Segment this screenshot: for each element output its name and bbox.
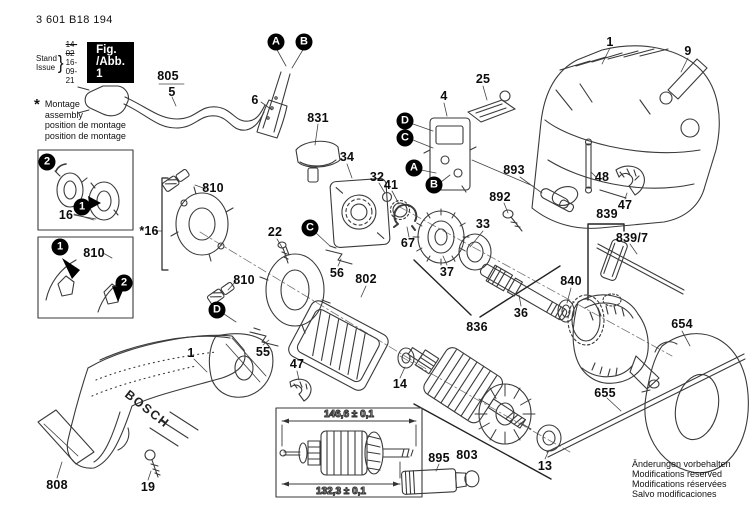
aux-handle-654 [641,333,749,474]
link-893 [540,188,575,213]
bracket-836 [413,259,561,318]
clip-47-bottom [289,378,312,402]
screw-892 [502,209,523,232]
gear-37 [412,208,470,266]
bearing-flange-16 [170,186,234,262]
assembly-note-line: Montage [44,99,80,109]
screw-19 [144,449,161,478]
issue-label: Issue [36,62,56,72]
assembly-note: * Montage assembly position de montage p… [34,96,126,141]
bearing-14 [397,347,415,369]
document-number: 3 601 B18 194 [36,14,113,26]
clip-47-right [615,165,645,196]
issue-date: 16-09-21 [65,58,78,85]
modifications-note-line: Änderungen vorbehalten [632,459,731,469]
figure-label: Fig. /Abb. 1 [87,42,134,83]
grease-tube-895 [401,468,480,495]
lead-55 [249,327,279,347]
drill-housing-bottom [66,333,274,469]
power-cord [77,71,291,139]
dimension-box [275,407,423,498]
spindle-36 [479,263,568,321]
modifications-note: Änderungen vorbehalten Modifications res… [632,459,731,499]
screw-22 [277,241,289,264]
bearing-33 [458,233,492,271]
title-block: 3 601 B18 194 Stand Issue } 14-02 16-09-… [36,14,134,85]
nameplate-9 [667,58,708,100]
cover-flap-831 [295,140,341,183]
mount-plate-34 [329,177,391,249]
bracket-16 [161,177,169,271]
clip-25 [467,90,516,123]
asterisk-marker: * [34,96,40,113]
brace-glyph: } [57,51,64,73]
end-shield [259,246,331,334]
armature-803 [407,347,536,445]
dimension-bottom-label: 132,3 ± 0,1 [316,486,366,497]
snap-ring-67 [393,203,418,231]
bracket-803 [413,403,552,480]
leader-lines [56,47,691,481]
center-axes [199,205,673,453]
modifications-note-line: Salvo modificaciones [632,489,717,499]
bracket-839 [587,223,625,301]
motor-housing-1 [531,45,720,229]
inset-box-2 [37,236,134,319]
depth-rod-655 [546,353,746,458]
washer-32 [381,191,393,203]
bearing-13 [536,424,562,452]
assembly-note-line: position de montage [44,130,126,141]
stand-label: Stand [36,53,57,63]
washer-840 [557,299,575,323]
lead-56 [325,245,353,265]
carbon-brush-810-bottom [206,281,235,305]
grip-strip-808 [37,409,95,465]
modifications-note-line: Modifications réservées [632,479,727,489]
carbon-brush-810-top [161,168,190,192]
chuck-key-839-7 [596,239,685,307]
pin-48 [584,138,593,194]
assembly-note-line: position de montage [44,120,126,130]
pinion-41 [389,199,411,221]
assembly-note-line: assembly [44,109,83,120]
field-stator-802 [288,300,389,391]
modifications-note-line: Modifications reserved [632,469,723,479]
switch-4 [423,117,477,193]
chuck [567,294,660,390]
old-date: 14-02 [65,40,78,58]
dimension-top-label: 146,6 ± 0,1 [324,409,374,420]
inset-box-1 [37,149,134,231]
